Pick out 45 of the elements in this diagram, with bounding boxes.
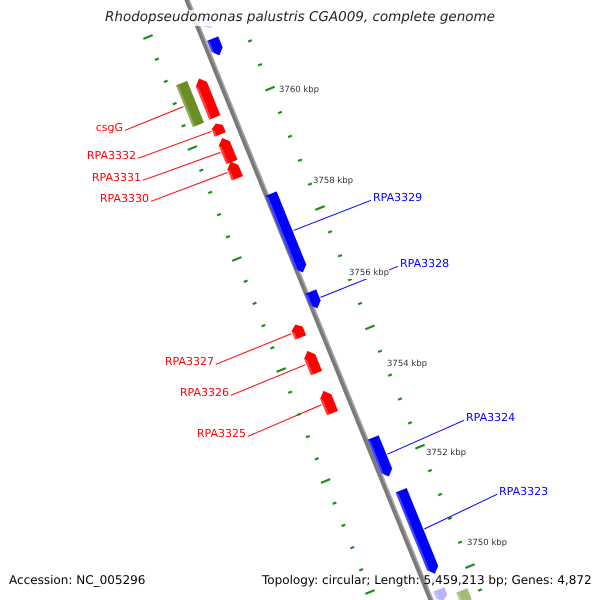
scale-label: 3758 kbp	[313, 177, 354, 187]
gene-marker	[396, 488, 438, 574]
leader-line	[293, 200, 372, 231]
gene-block	[176, 80, 204, 128]
gene-marker	[368, 435, 392, 476]
gene-marker	[292, 324, 306, 341]
leader-line	[150, 172, 228, 202]
scale-label: 3754 kbp	[387, 360, 428, 370]
gene-label: RPA3325	[196, 428, 246, 441]
gene-marker	[218, 138, 238, 166]
gene-label: RPA3324	[466, 412, 516, 425]
gene-label: RPA3329	[373, 192, 422, 205]
gene-label: RPA3326	[180, 387, 229, 400]
leader-line	[124, 106, 184, 131]
leader-line	[142, 152, 221, 181]
genome-summary: Topology: circular; Length: 5,459,213 bp; Genes: 4,872	[262, 574, 592, 588]
scale-label: 3760 kbp	[279, 86, 320, 96]
gene-label: RPA3330	[100, 193, 149, 206]
gene-marker	[227, 162, 243, 182]
scale-label: 3750 kbp	[467, 539, 508, 549]
leader-line	[386, 420, 464, 455]
gene-label: RPA3327	[164, 356, 214, 369]
gene-marker	[196, 78, 220, 121]
gene-marker	[266, 191, 306, 272]
leader-line	[248, 404, 322, 437]
gene-label: RPA3332	[86, 150, 136, 163]
gene-label: RPA3331	[92, 172, 141, 185]
gene-label: RPA3323	[499, 486, 548, 499]
gene-label: csgG	[96, 122, 123, 135]
leader-line	[424, 494, 498, 530]
gene-block	[456, 588, 472, 600]
accession-text: Accession: NC_005296	[9, 574, 146, 588]
gene-marker	[212, 123, 226, 138]
leader-line	[230, 364, 306, 396]
scale-label: 3756 kbp	[349, 269, 390, 279]
gene-marker	[320, 390, 338, 417]
scale-label: 3752 kbp	[426, 449, 466, 459]
leader-line	[138, 130, 212, 159]
gene-marker	[305, 289, 321, 308]
gene-marker	[207, 36, 223, 56]
gene-marker	[304, 350, 322, 377]
gene-label: RPA3328	[400, 258, 450, 271]
gene-marker	[433, 587, 448, 600]
title: Rhodopseudomonas palustris CGA009, complete genome	[105, 10, 495, 26]
leader-line	[216, 333, 292, 365]
